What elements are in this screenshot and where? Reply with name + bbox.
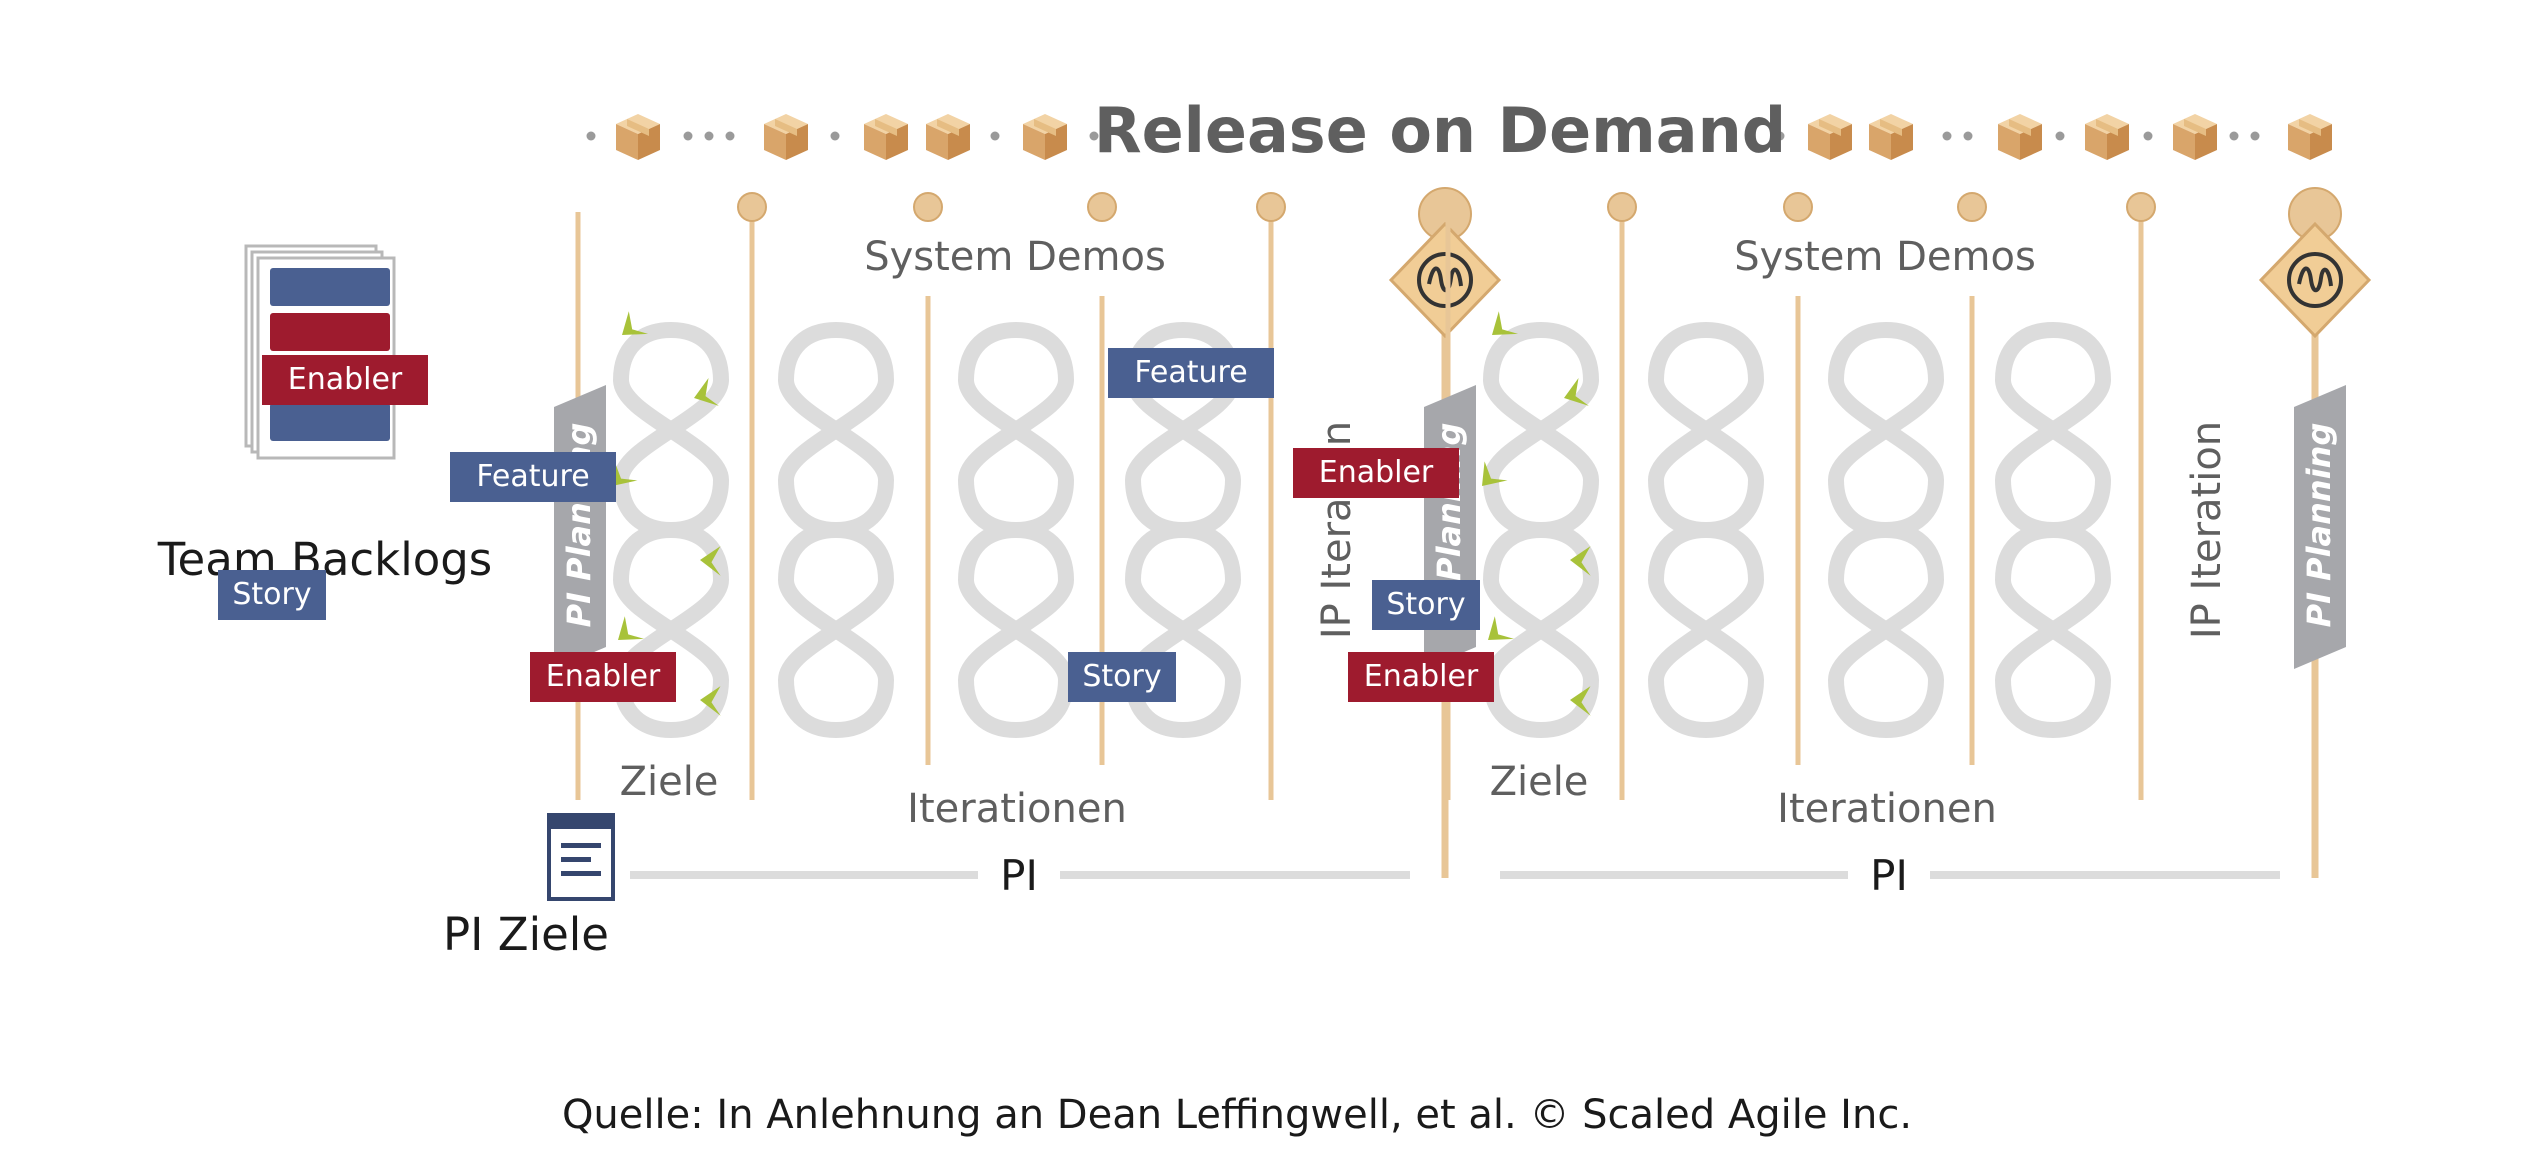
package-icon bbox=[864, 114, 908, 160]
release-diamond-icon bbox=[1388, 221, 1502, 339]
iteration-arrow-icon bbox=[700, 546, 721, 576]
iteration-arrow-icon bbox=[618, 616, 645, 640]
left-dots bbox=[586, 131, 2260, 141]
package-icon bbox=[2288, 114, 2332, 160]
iteration-loop bbox=[786, 330, 886, 530]
story-card-label: Story bbox=[232, 577, 311, 612]
iteration-arrow-icon bbox=[612, 461, 638, 486]
package-icon bbox=[2173, 114, 2217, 160]
pi-planning-label: PI Planning bbox=[2300, 423, 2338, 628]
package-icon bbox=[1023, 114, 1067, 160]
package-icon bbox=[2085, 114, 2129, 160]
pi-planning-tag: PI Planning bbox=[554, 385, 606, 669]
page-title: Release on Demand bbox=[1094, 94, 1786, 167]
package-icon bbox=[1869, 114, 1913, 160]
iteration-loop bbox=[1656, 530, 1756, 730]
pi-label: PI bbox=[1000, 851, 1038, 900]
iteration-loop bbox=[786, 530, 886, 730]
system-demos-label: System Demos bbox=[864, 234, 1166, 280]
iteration-arrow-icon bbox=[694, 377, 719, 406]
pi-goals-label: PI Ziele bbox=[443, 908, 609, 961]
iteration-loop bbox=[1836, 530, 1936, 730]
milestone-icon bbox=[1087, 192, 1117, 222]
milestone-icon bbox=[1783, 192, 1813, 222]
package-icon bbox=[616, 114, 660, 160]
milestone-icon bbox=[737, 192, 767, 222]
feature-card-label: Feature bbox=[1134, 355, 1247, 390]
iteration-arrow-icon bbox=[1488, 616, 1515, 640]
package-icon bbox=[926, 114, 970, 160]
enabler-card: Enabler bbox=[262, 355, 428, 405]
iteration-arrow-icon bbox=[1482, 461, 1508, 486]
release-diamond-icon bbox=[2258, 221, 2372, 339]
enabler-card: Enabler bbox=[1293, 448, 1459, 498]
story-card: Story bbox=[1372, 580, 1480, 630]
iteration-loop bbox=[621, 330, 721, 530]
goals-label: Ziele bbox=[620, 759, 719, 805]
iteration-loop bbox=[966, 530, 1066, 730]
pi-label: PI bbox=[1870, 851, 1908, 900]
enabler-card-label: Enabler bbox=[288, 362, 403, 397]
iteration-loop bbox=[2003, 330, 2103, 530]
iteration-loop bbox=[1836, 330, 1936, 530]
enabler-card-label: Enabler bbox=[1319, 455, 1434, 490]
iteration-loop bbox=[1491, 330, 1591, 530]
feature-card-label: Feature bbox=[476, 459, 589, 494]
backlog-stack-icon bbox=[244, 244, 396, 460]
iteration-arrow-icon bbox=[622, 311, 649, 335]
source-note: Quelle: In Anlehnung an Dean Leffingwell… bbox=[562, 1092, 1912, 1138]
milestone-icon bbox=[913, 192, 943, 222]
enabler-card-label: Enabler bbox=[546, 659, 661, 694]
document-icon bbox=[547, 813, 615, 901]
iteration-arrow-icon bbox=[1492, 311, 1519, 335]
milestone-icon bbox=[2126, 192, 2156, 222]
iteration-loop bbox=[2003, 530, 2103, 730]
iteration-loop bbox=[1656, 330, 1756, 530]
iteration-loop bbox=[966, 330, 1066, 530]
program-increment-1: PI PlanningEnablerFeatureStoryEnablerSys… bbox=[218, 187, 1502, 900]
milestone-icon bbox=[1256, 192, 1286, 222]
enabler-card: Enabler bbox=[530, 652, 676, 702]
feature-card: Feature bbox=[450, 452, 616, 502]
package-icon bbox=[1808, 114, 1852, 160]
story-card-label: Story bbox=[1082, 659, 1161, 694]
iteration-arrow-icon bbox=[1564, 377, 1589, 406]
enabler-card: Enabler bbox=[1348, 652, 1494, 702]
story-card: Story bbox=[218, 570, 326, 620]
goals-label: Ziele bbox=[1490, 759, 1589, 805]
iteration-arrow-icon bbox=[1570, 686, 1591, 716]
enabler-card-label: Enabler bbox=[1364, 659, 1479, 694]
ip-iteration-label: IP Iteration bbox=[2184, 421, 2230, 639]
iterations-label: Iterationen bbox=[1777, 786, 1997, 832]
iteration-arrow-icon bbox=[700, 686, 721, 716]
iterations-label: Iterationen bbox=[907, 786, 1127, 832]
package-icon bbox=[1998, 114, 2042, 160]
pi-planning-tag: PI Planning bbox=[2294, 385, 2346, 669]
milestone-icon bbox=[1607, 192, 1637, 222]
package-icon bbox=[764, 114, 808, 160]
story-card: Story bbox=[1068, 652, 1176, 702]
release-row: Release on Demand bbox=[586, 94, 2332, 167]
system-demos-label: System Demos bbox=[1734, 234, 2036, 280]
feature-card: Feature bbox=[1108, 348, 1274, 398]
milestone-icon bbox=[1957, 192, 1987, 222]
story-card-label: Story bbox=[1386, 587, 1465, 622]
iteration-arrow-icon bbox=[1570, 546, 1591, 576]
